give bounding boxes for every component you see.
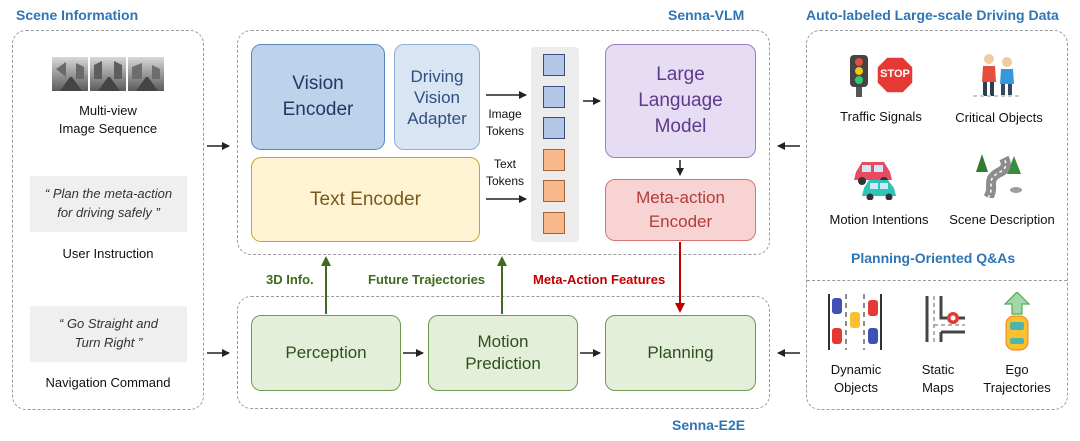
driving-vision-adapter-box: Driving Vision Adapter: [394, 44, 480, 150]
flow-future-trajectories-label: Future Trajectories: [368, 272, 486, 287]
text-token: [543, 180, 565, 202]
scene-description-label: Scene Description: [949, 212, 1055, 227]
perception-box: Perception: [251, 315, 401, 391]
data-title: Auto-labeled Large-scale Driving Data: [806, 7, 1059, 23]
scene-title: Scene Information: [16, 7, 139, 23]
qa-title: Planning-Oriented Q&As: [851, 250, 1016, 266]
stop-sign-icon: STOP: [876, 56, 914, 94]
meta-action-encoder-box: Meta-action Encoder: [605, 179, 756, 241]
motion-prediction-box: Motion Prediction: [428, 315, 578, 391]
stop-sign-text: STOP: [880, 68, 910, 80]
multi-view-image-thumbnails: [52, 57, 164, 91]
vlm-panel: [237, 30, 770, 255]
traffic-light-icon: [850, 55, 868, 97]
image-token: [543, 54, 565, 76]
traffic-signals-label: Traffic Signals: [840, 109, 922, 124]
image-token: [543, 117, 565, 139]
nav-label: Navigation Command: [45, 375, 171, 390]
data-panel: [806, 30, 1068, 410]
text-tokens-label: Text Tokens: [485, 157, 525, 188]
image-sequence-label: Multi-view Image Sequence: [58, 103, 158, 136]
vision-encoder-box: Vision Encoder: [251, 44, 385, 150]
static-map-icon: [925, 296, 965, 342]
instruction-quote: “ Plan the meta-action for driving safel…: [30, 176, 187, 232]
dynamic-objects-icon: [828, 294, 882, 350]
e2e-panel: [237, 296, 770, 409]
image-token: [543, 86, 565, 108]
llm-box: Large Language Model: [605, 44, 756, 158]
text-token: [543, 212, 565, 234]
instruction-label: User Instruction: [62, 246, 154, 261]
token-column: [531, 47, 579, 242]
static-maps-label: Static Maps: [921, 362, 955, 395]
e2e-title: Senna-E2E: [672, 417, 746, 433]
image-tokens-label: Image Tokens: [485, 107, 525, 138]
cars-icon: [854, 162, 896, 200]
road-scene-icon: [976, 154, 1022, 198]
pedestrians-icon: [973, 54, 1021, 97]
scene-panel: [12, 30, 204, 410]
motion-intentions-label: Motion Intentions: [829, 212, 929, 227]
critical-objects-label: Critical Objects: [955, 110, 1043, 125]
nav-quote: “ Go Straight and Turn Right ”: [30, 306, 187, 362]
flow-meta-features-label: Meta-Action Features: [533, 272, 666, 287]
vlm-title: Senna-VLM: [668, 7, 745, 23]
data-panel-divider: [807, 280, 1067, 281]
ego-trajectories-label: Ego Trajectories: [983, 362, 1051, 395]
flow-3d-info-label: 3D Info.: [266, 272, 314, 287]
text-token: [543, 149, 565, 171]
text-encoder-box: Text Encoder: [251, 157, 480, 242]
ego-trajectory-icon: [1003, 292, 1031, 351]
planning-box: Planning: [605, 315, 756, 391]
dynamic-objects-label: Dynamic Objects: [830, 362, 882, 395]
